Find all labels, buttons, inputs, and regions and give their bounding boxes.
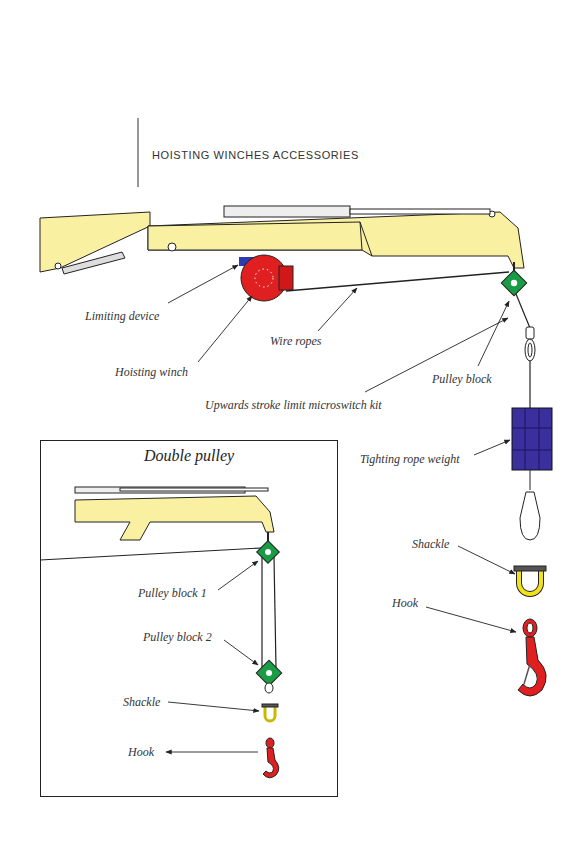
part-label: Limiting device	[85, 309, 159, 323]
part-label: Pulley block 2	[143, 630, 212, 644]
hoisting-winch	[239, 255, 293, 301]
rope-loop	[520, 470, 540, 540]
part-label: Upwards stroke limit microswitch kit	[205, 398, 382, 412]
part-label: Wire ropes	[270, 334, 321, 348]
part-label: Hoisting winch	[115, 365, 188, 379]
page-title: HOISTING WINCHES ACCESSORIES	[152, 149, 359, 161]
part-label: Pulley block 1	[138, 586, 207, 600]
part-label: Shackle	[412, 537, 449, 551]
rope-weight	[512, 408, 552, 470]
part-label: Shackle	[123, 695, 160, 709]
part-label: Tighting rope weight	[360, 452, 460, 466]
shackle	[514, 566, 546, 594]
rope-eye	[525, 327, 535, 361]
part-label: Hook	[392, 596, 418, 610]
crane-boom	[40, 211, 524, 272]
part-label: Hook	[128, 745, 154, 759]
pulley-block	[501, 262, 526, 296]
rope	[516, 294, 530, 328]
inset-crane	[40, 487, 282, 778]
inset-title: Double pulley	[41, 441, 337, 465]
header-rule	[138, 118, 139, 187]
hook	[518, 619, 546, 696]
part-label: Pulley block	[432, 372, 492, 386]
wire-rope	[286, 272, 509, 291]
leader-lines	[166, 265, 516, 752]
inset-box: Double pulley	[40, 440, 338, 797]
